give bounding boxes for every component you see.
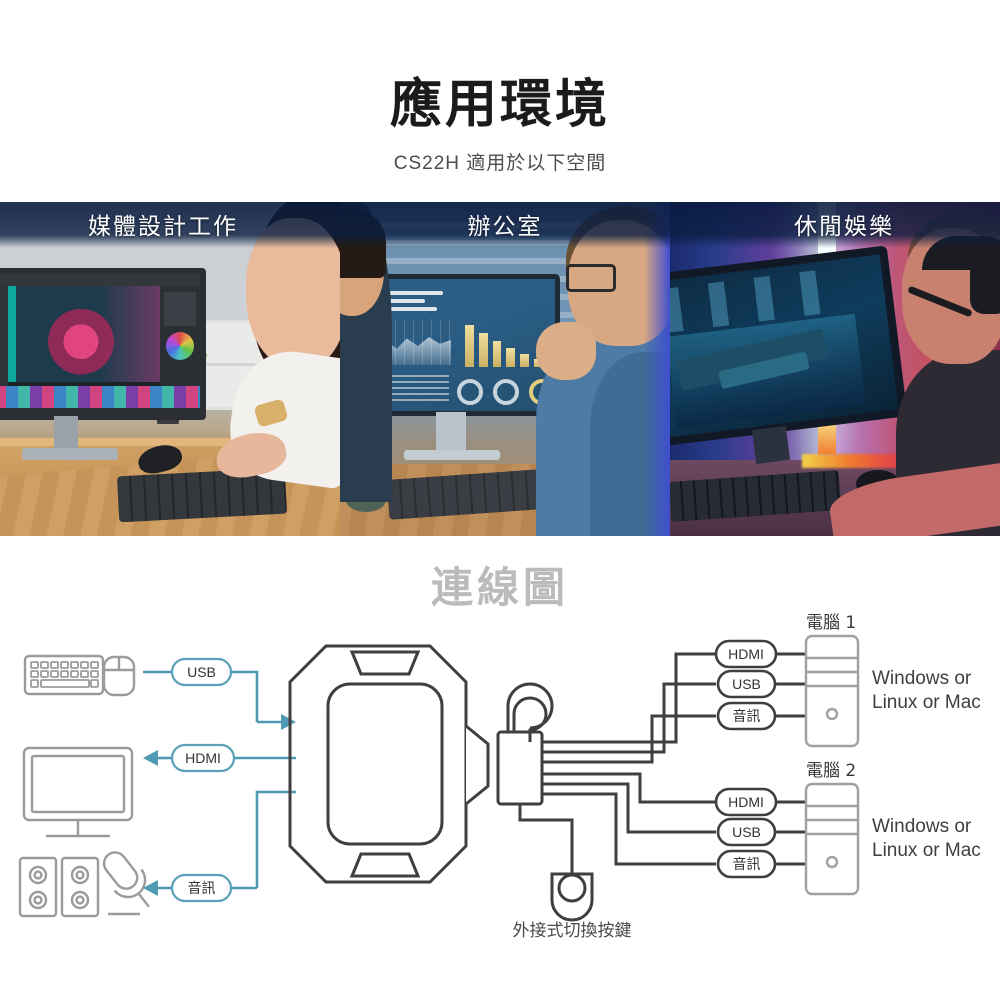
scene-gaming <box>670 202 1000 536</box>
use-case-label-office: 辦公室 <box>467 213 543 239</box>
connector-pill-usb-pc2: USB <box>716 817 777 847</box>
scene-office <box>340 202 670 536</box>
right-connection-lines <box>518 652 806 874</box>
cable-bundle-connector <box>496 682 554 806</box>
connector-pill-audio-pc1-label: 音訊 <box>733 708 761 725</box>
use-case-label-media-design: 媒體設計工作 <box>88 213 238 239</box>
connector-pill-audio-pc1: 音訊 <box>716 701 777 731</box>
monitor-icon <box>22 746 134 838</box>
computer-1-title: 電腦 1 <box>806 613 856 633</box>
computer-2-os-line2: Linux or Mac <box>872 840 981 861</box>
computer-1-os-line1: Windows or <box>872 668 972 689</box>
connector-pill-hdmi-pc2: HDMI <box>714 787 778 817</box>
hero-header: 應用環境 CS22H 適用於以下空間 <box>0 0 1000 202</box>
computer-2-tower-icon <box>804 782 860 896</box>
audio-arrow-icon <box>143 880 158 896</box>
use-case-panel-gaming: 休閒娛樂 <box>670 202 1000 536</box>
scene-media-design <box>0 202 340 536</box>
connector-pill-hdmi-pc2-label: HDMI <box>728 794 764 810</box>
connector-pill-audio-left-label: 音訊 <box>188 880 216 897</box>
connector-pill-hdmi-pc1: HDMI <box>714 639 778 669</box>
computer-1-os-line2: Linux or Mac <box>872 692 981 713</box>
diagram-title: 連線圖 <box>430 564 569 611</box>
connector-pill-usb-left-label: USB <box>187 664 216 680</box>
connector-pill-usb-left: USB <box>170 657 233 687</box>
external-switch-button-icon <box>550 872 594 922</box>
keyboard-mouse-icon <box>23 654 136 697</box>
connection-diagram-section: 連線圖 <box>0 536 1000 1000</box>
external-switch-button-caption: 外接式切換按鍵 <box>513 921 632 941</box>
hdmi-arrow-icon <box>143 750 158 766</box>
connector-pill-usb-pc1-label: USB <box>732 676 761 692</box>
use-case-panel-media-design: 媒體設計工作 <box>0 202 340 536</box>
use-case-panel-office: 辦公室 <box>340 202 670 536</box>
connector-pill-hdmi-left-label: HDMI <box>185 750 221 766</box>
computer-2-title: 電腦 2 <box>806 761 856 781</box>
panel-label-overlay <box>340 202 670 248</box>
connector-pill-usb-pc2-label: USB <box>732 824 761 840</box>
connector-pill-hdmi-left: HDMI <box>170 743 236 773</box>
connector-pill-audio-pc2-label: 音訊 <box>733 856 761 873</box>
connector-pill-audio-pc2: 音訊 <box>716 849 777 879</box>
panel-label-overlay <box>0 202 340 248</box>
left-connection-lines <box>143 670 296 890</box>
page-subtitle: CS22H 適用於以下空間 <box>393 153 607 174</box>
computer-1-tower-icon <box>804 634 860 748</box>
connector-pill-usb-pc1: USB <box>716 669 777 699</box>
use-case-label-gaming: 休閒娛樂 <box>794 213 894 239</box>
computer-2-os-line1: Windows or <box>872 816 972 837</box>
panel-label-overlay <box>670 202 1000 248</box>
use-case-photo-band: 媒體設計工作 <box>0 202 1000 536</box>
connection-diagram-canvas: USB HDMI 音訊 <box>0 536 1000 1000</box>
connector-pill-audio-left: 音訊 <box>170 873 233 903</box>
kvm-switch-device <box>288 644 490 884</box>
connector-pill-hdmi-pc1-label: HDMI <box>728 646 764 662</box>
speakers-microphone-icon <box>18 851 150 918</box>
page-title: 應用環境 <box>389 76 610 134</box>
